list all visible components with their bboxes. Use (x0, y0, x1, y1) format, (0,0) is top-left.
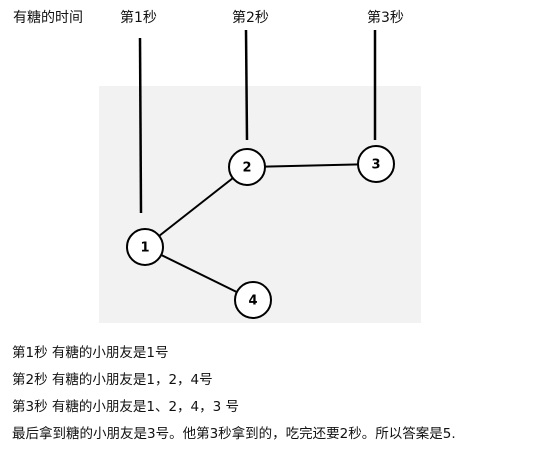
note-line-2: 第2秒 有糖的小朋友是1，2，4号 (12, 372, 213, 388)
second-3-label: 第3秒 (367, 10, 404, 26)
node-3-circle (357, 145, 395, 183)
edge-1-2 (144, 166, 248, 248)
time-label: 有糖的时间 (13, 10, 83, 26)
node-1-label: 1 (140, 241, 149, 256)
node-4-circle (234, 281, 272, 319)
node-4-label: 4 (248, 294, 257, 309)
edge-2-3 (246, 163, 377, 168)
explanation-notes: 第1秒 有糖的小朋友是1号 第2秒 有糖的小朋友是1，2，4号 第3秒 有糖的小… (12, 340, 532, 448)
node-1: 1 (126, 228, 164, 266)
node-3: 3 (357, 145, 395, 183)
node-2-label: 2 (242, 161, 251, 176)
note-line-1: 第1秒 有糖的小朋友是1号 (12, 345, 169, 361)
second-1-label: 第1秒 (120, 10, 157, 26)
node-3-label: 3 (371, 158, 380, 173)
node-2: 2 (228, 148, 266, 186)
timeline-second-1 (138, 37, 143, 214)
node-2-circle (228, 148, 266, 186)
second-2-label: 第2秒 (232, 10, 269, 26)
node-4: 4 (234, 281, 272, 319)
node-1-circle (126, 228, 164, 266)
note-line-4: 最后拿到糖的小朋友是3号。他第3秒拿到的，吃完还要2秒。所以答案是5. (12, 426, 456, 442)
note-line-3: 第3秒 有糖的小朋友是1、2，4，3 号 (12, 399, 240, 415)
edge-1-4 (144, 246, 254, 301)
timeline-second-2 (244, 29, 249, 141)
